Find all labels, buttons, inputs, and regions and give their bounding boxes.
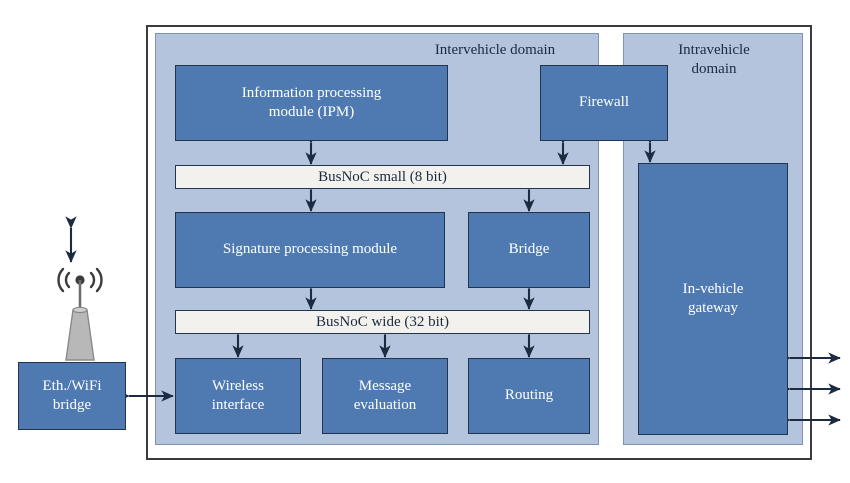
bus-busnoc-wide[interactable]: BusNoC wide (32 bit) <box>175 310 590 334</box>
module-in-vehicle-gateway[interactable]: In-vehicle gateway <box>638 163 788 435</box>
module-signature-processing[interactable]: Signature processing module <box>175 212 445 288</box>
module-information-processing[interactable]: Information processing module (IPM) <box>175 65 448 141</box>
wifi-signal-icon <box>57 267 103 293</box>
intervehicle-domain-label: Intervehicle domain <box>434 42 556 58</box>
intravehicle-domain-label: Intravehicle domain <box>678 42 750 77</box>
module-routing[interactable]: Routing <box>468 358 590 434</box>
antenna-base <box>65 309 95 361</box>
antenna-graphic <box>57 267 103 361</box>
module-message-evaluation[interactable]: Message evaluation <box>322 358 448 434</box>
module-firewall[interactable]: Firewall <box>540 65 668 141</box>
module-wireless-interface[interactable]: Wireless interface <box>175 358 301 434</box>
module-bridge[interactable]: Bridge <box>468 212 590 288</box>
bus-busnoc-small[interactable]: BusNoC small (8 bit) <box>175 165 590 189</box>
antenna-base-top <box>72 306 88 314</box>
module-eth-wifi-bridge[interactable]: Eth./WiFi bridge <box>18 362 126 430</box>
